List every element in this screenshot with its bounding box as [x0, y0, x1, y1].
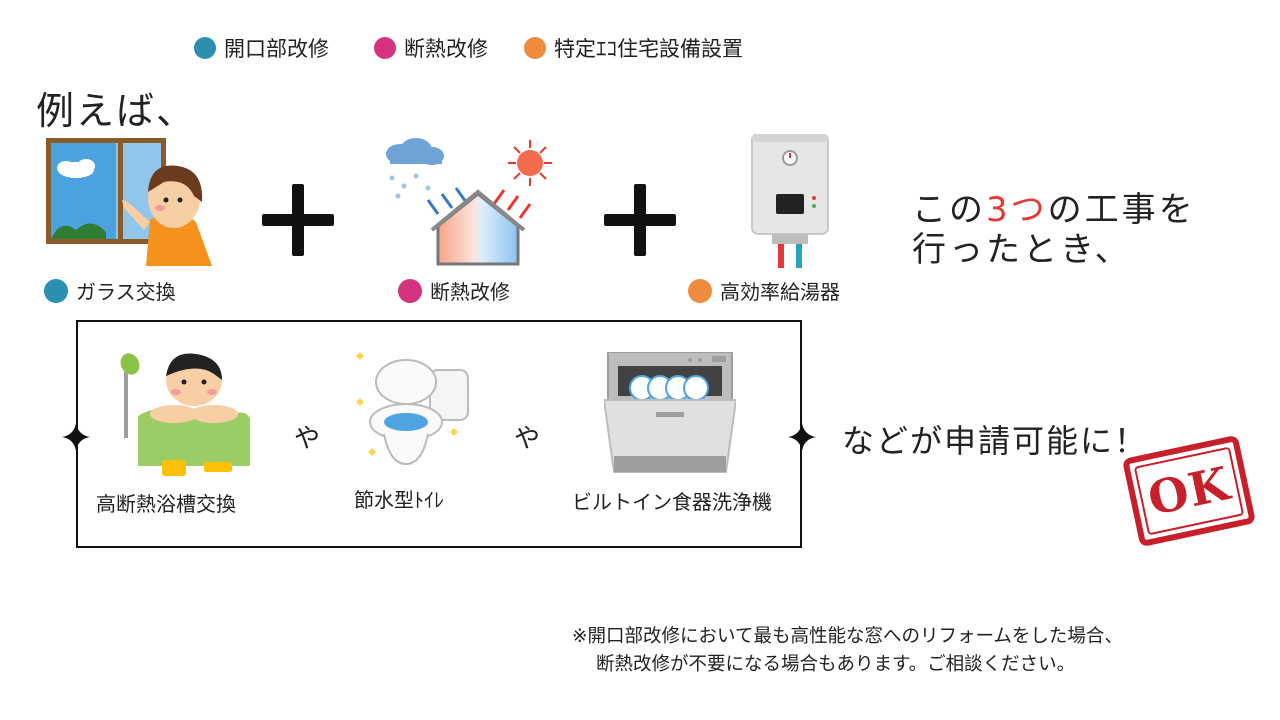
work-label-water-heater: 高効率給湯器 — [688, 276, 840, 305]
legend-dot-blue — [194, 37, 216, 59]
note-line-1: ※開口部改修において最も高性能な窓へのリフォームをした場合、 — [572, 626, 1123, 647]
condition-post: の工事を — [1047, 190, 1196, 230]
legend-item-opening: 開口部改修 — [194, 34, 329, 62]
legend-item-eco-equipment: 特定ｴｺ住宅設備設置 — [524, 34, 743, 62]
work-label-glass: ガラス交換 — [44, 276, 176, 305]
work-label-text: 高効率給湯器 — [720, 280, 840, 304]
orange-dot-icon — [688, 278, 712, 303]
optional-item-dishwasher: ビルトイン食器洗浄機 — [572, 490, 772, 514]
legend-label: 特定ｴｺ住宅設備設置 — [554, 37, 743, 61]
result-text: などが申請可能に！ — [842, 422, 1149, 460]
condition-line-2: 行ったとき、 — [912, 230, 1132, 270]
dishwasher-icon — [604, 352, 736, 473]
optional-item-bathtub: 高断熱浴槽交換 — [96, 492, 236, 516]
window-child-icon — [46, 138, 212, 266]
legend-label: 開口部改修 — [224, 37, 329, 61]
sparkle-right-icon — [788, 423, 816, 451]
water-heater-icon — [751, 134, 829, 268]
separator-text: や — [514, 424, 541, 454]
optional-item-toilet: 節水型ﾄｲﾚ — [354, 488, 444, 512]
legend-dot-pink — [374, 37, 396, 59]
condition-pre: この — [912, 190, 986, 230]
work-label-insulation: 断熱改修 — [398, 276, 510, 305]
legend-item-insulation: 断熱改修 — [374, 34, 488, 62]
work-label-text: 断熱改修 — [430, 280, 510, 304]
intro-text: 例えば、 — [36, 89, 197, 133]
plus-icon — [604, 184, 676, 256]
sparkle-left-icon — [62, 423, 90, 451]
condition-highlight: 3つ — [986, 190, 1048, 230]
separator-text: や — [294, 424, 321, 454]
toilet-icon — [356, 352, 470, 466]
legend-dot-orange — [524, 37, 546, 59]
plus-icon — [262, 184, 334, 256]
ok-stamp-inner-border — [1133, 446, 1245, 536]
note-line-2: 断熱改修が不要になる場合もあります。ご相談ください。 — [596, 654, 1076, 675]
legend-label: 断熱改修 — [404, 37, 488, 61]
condition-line-1: この3つの工事を — [912, 182, 1196, 231]
work-label-text: ガラス交換 — [76, 280, 176, 304]
pink-dot-icon — [398, 278, 422, 303]
blue-dot-icon — [44, 278, 68, 303]
house-insulation-icon — [386, 138, 552, 266]
bathtub-icon — [120, 353, 250, 476]
